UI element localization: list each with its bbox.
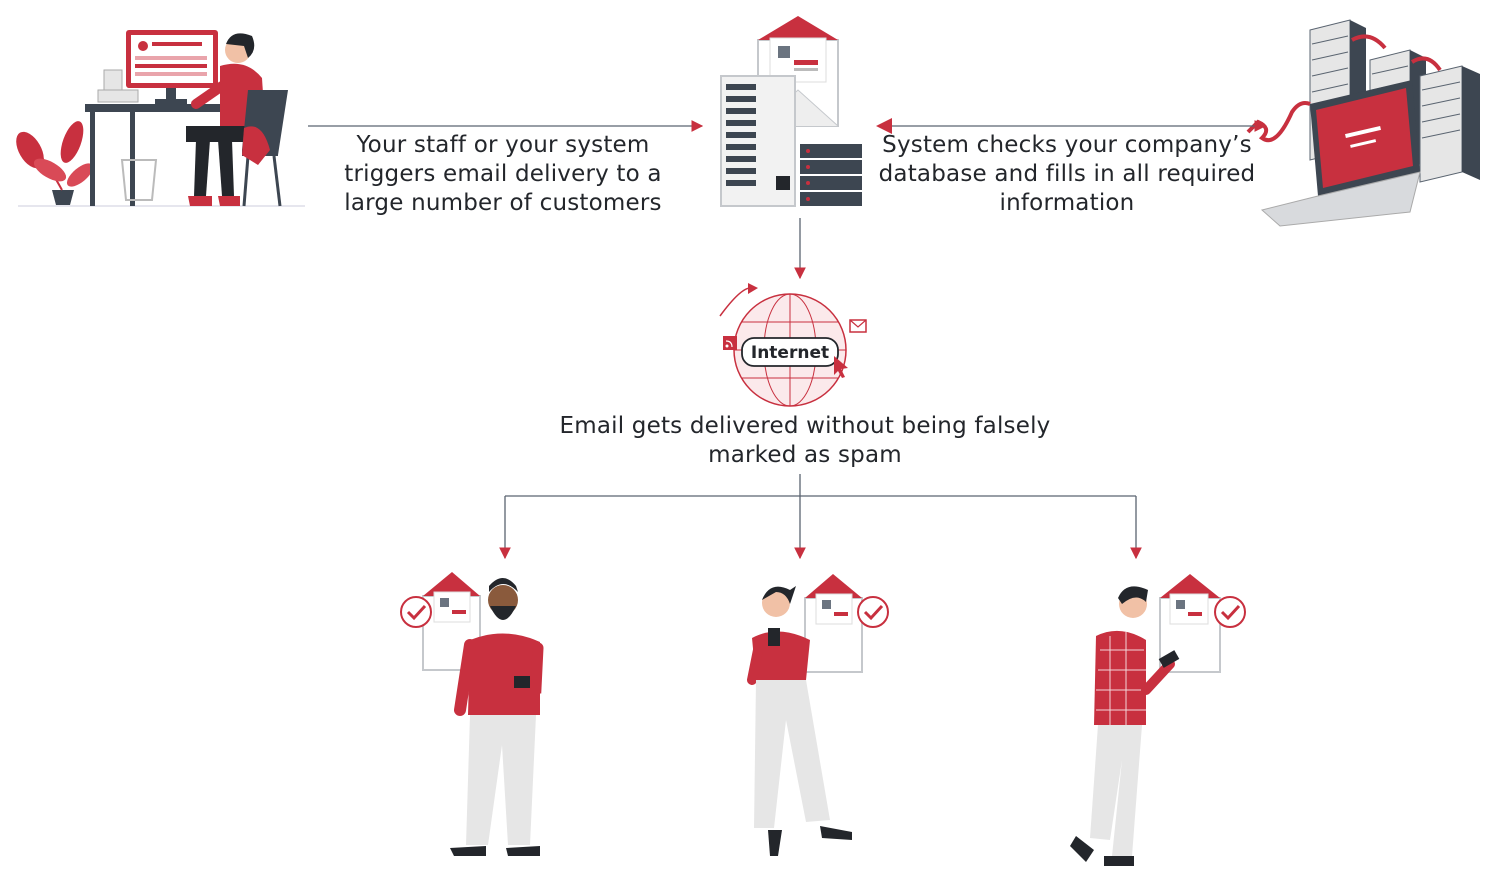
customer-3-illustration xyxy=(1070,574,1245,866)
customer-2-illustration xyxy=(752,574,888,856)
caption-staff-trigger: Your staff or your system triggers email… xyxy=(318,131,688,218)
check-icon xyxy=(858,597,888,627)
laptop-icon xyxy=(1262,80,1420,226)
database-laptop-illustration xyxy=(1248,20,1480,226)
envelope-icon xyxy=(805,574,862,672)
customer-1-illustration xyxy=(401,572,540,856)
internet-globe-illustration: Internet xyxy=(720,283,866,406)
check-icon xyxy=(1215,597,1245,627)
staff-at-desk-illustration xyxy=(10,30,305,206)
mail-icon xyxy=(850,320,866,332)
check-icon xyxy=(401,597,431,627)
email-server-illustration xyxy=(721,16,862,206)
caption-system-checks: System checks your company’s database an… xyxy=(876,131,1258,218)
rss-icon xyxy=(723,336,737,350)
caption-delivered: Email gets delivered without being false… xyxy=(520,412,1090,470)
internet-label: Internet xyxy=(751,343,829,363)
plant-icon xyxy=(10,118,96,205)
